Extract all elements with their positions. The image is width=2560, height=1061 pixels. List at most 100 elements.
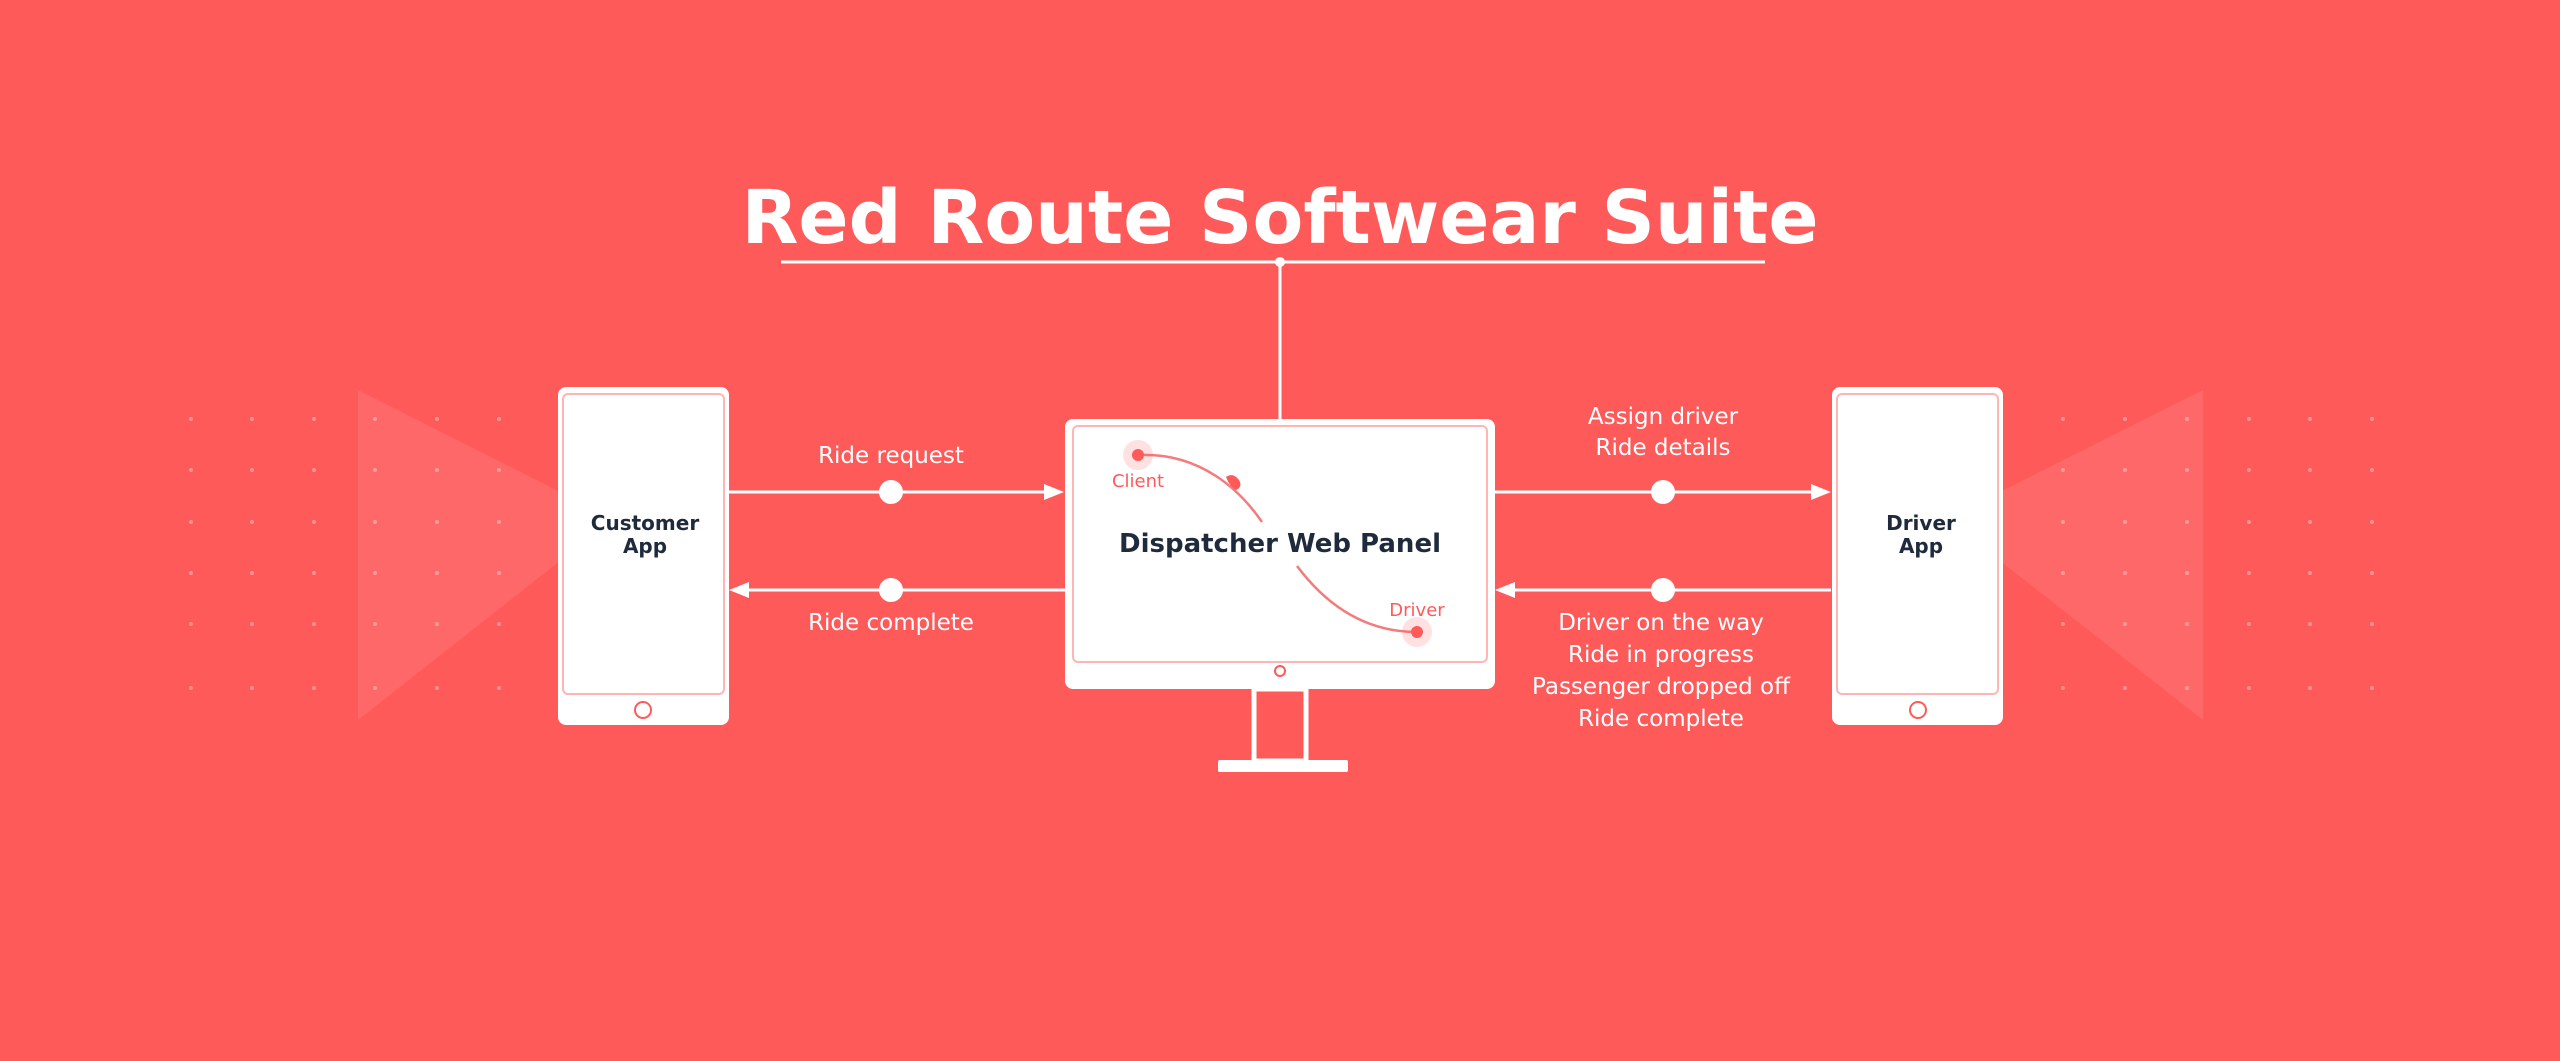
background-dot <box>2308 417 2312 421</box>
background-dot <box>250 520 254 524</box>
background-dot <box>250 571 254 575</box>
background-dot <box>2247 417 2251 421</box>
background-dot <box>373 417 377 421</box>
route-path <box>1296 565 1418 634</box>
background-dot <box>2123 417 2127 421</box>
driver-app-label: Driver <box>1886 511 1956 535</box>
background-dot <box>312 622 316 626</box>
background-dot <box>312 417 316 421</box>
background-dot <box>189 686 193 690</box>
background-dot <box>2247 571 2251 575</box>
background-dot <box>312 468 316 472</box>
background-dot <box>2308 520 2312 524</box>
monitor-base <box>1218 760 1348 772</box>
driver-ride-complete-label: Ride complete <box>1578 706 1744 732</box>
background-dot <box>373 520 377 524</box>
assign-driver-arrow <box>1495 480 1831 504</box>
background-dot <box>2123 468 2127 472</box>
background-dot <box>2247 468 2251 472</box>
background-dot <box>2061 686 2065 690</box>
driver-app-label-2: App <box>1899 534 1943 558</box>
customer-app-label-2: App <box>623 534 667 558</box>
background-dot <box>2370 571 2374 575</box>
ride-in-progress-label: Ride in progress <box>1568 642 1754 668</box>
background-dot <box>497 686 501 690</box>
passenger-dropped-off-label: Passenger dropped off <box>1532 674 1791 700</box>
monitor-stand <box>1251 686 1309 764</box>
background-dot <box>2247 686 2251 690</box>
dispatcher-panel-label: Dispatcher Web Panel <box>1119 529 1441 559</box>
background-dot <box>2370 417 2374 421</box>
car-icon <box>1226 475 1241 490</box>
background-dot <box>2308 622 2312 626</box>
background-dot <box>2185 417 2189 421</box>
background-dot <box>2061 571 2065 575</box>
background-dot <box>189 622 193 626</box>
background-dot <box>373 686 377 690</box>
background-dot <box>435 622 439 626</box>
monitor-power-icon <box>1274 665 1286 677</box>
light-beam-right <box>1990 390 2203 720</box>
background-dot <box>189 417 193 421</box>
background-dot <box>2061 622 2065 626</box>
ride-request-label: Ride request <box>818 443 964 469</box>
ride-details-label: Ride details <box>1595 435 1730 461</box>
background-dot <box>2308 571 2312 575</box>
background-dot <box>2370 686 2374 690</box>
background-dot <box>2061 468 2065 472</box>
client-label: Client <box>1112 471 1164 492</box>
background-dot <box>250 686 254 690</box>
background-dot <box>312 520 316 524</box>
background-dot <box>497 571 501 575</box>
background-dot <box>189 468 193 472</box>
background-dot <box>2370 468 2374 472</box>
assign-driver-label: Assign driver <box>1588 404 1739 430</box>
background-dot <box>2123 686 2127 690</box>
background-dot <box>435 571 439 575</box>
dispatcher-monitor: Client Driver Dispatcher Web Panel <box>1065 419 1495 772</box>
background-dot <box>250 622 254 626</box>
background-dot <box>435 468 439 472</box>
background-dot <box>189 571 193 575</box>
background-dot <box>2123 622 2127 626</box>
driver-on-the-way-label: Driver on the way <box>1558 610 1764 636</box>
background-dot <box>189 520 193 524</box>
dot-grid-right <box>2061 417 2374 690</box>
background-dot <box>435 417 439 421</box>
background-dot <box>497 622 501 626</box>
background-dot <box>435 686 439 690</box>
background-dot <box>2061 417 2065 421</box>
dot-grid-left <box>189 417 501 690</box>
background-dot <box>2185 571 2189 575</box>
home-button-icon <box>634 701 652 719</box>
home-button-icon <box>1909 701 1927 719</box>
background-dot <box>2185 520 2189 524</box>
background-dot <box>2123 520 2127 524</box>
background-dot <box>373 468 377 472</box>
ride-complete-arrow <box>729 578 1065 602</box>
background-dot <box>2185 468 2189 472</box>
page-title: Red Route Softwear Suite <box>741 175 1818 261</box>
ride-request-arrow <box>729 480 1064 504</box>
background-dot <box>435 520 439 524</box>
background-dot <box>312 571 316 575</box>
background-dot <box>2370 622 2374 626</box>
background-dot <box>2247 622 2251 626</box>
background-dot <box>250 417 254 421</box>
background-dot <box>2123 571 2127 575</box>
background-dot <box>2061 520 2065 524</box>
driver-pin-label: Driver <box>1389 600 1445 621</box>
background-dot <box>497 520 501 524</box>
light-beam-left <box>358 390 570 720</box>
ride-complete-label: Ride complete <box>808 610 974 636</box>
driver-app-phone: Driver App <box>1832 387 2003 725</box>
route-path <box>1137 453 1264 523</box>
background-dot <box>250 468 254 472</box>
background-dot <box>2185 622 2189 626</box>
background-dot <box>373 571 377 575</box>
customer-app-phone: Customer App <box>558 387 729 725</box>
background-dot <box>2308 686 2312 690</box>
customer-app-label: Customer <box>591 511 700 535</box>
background-dot <box>373 622 377 626</box>
